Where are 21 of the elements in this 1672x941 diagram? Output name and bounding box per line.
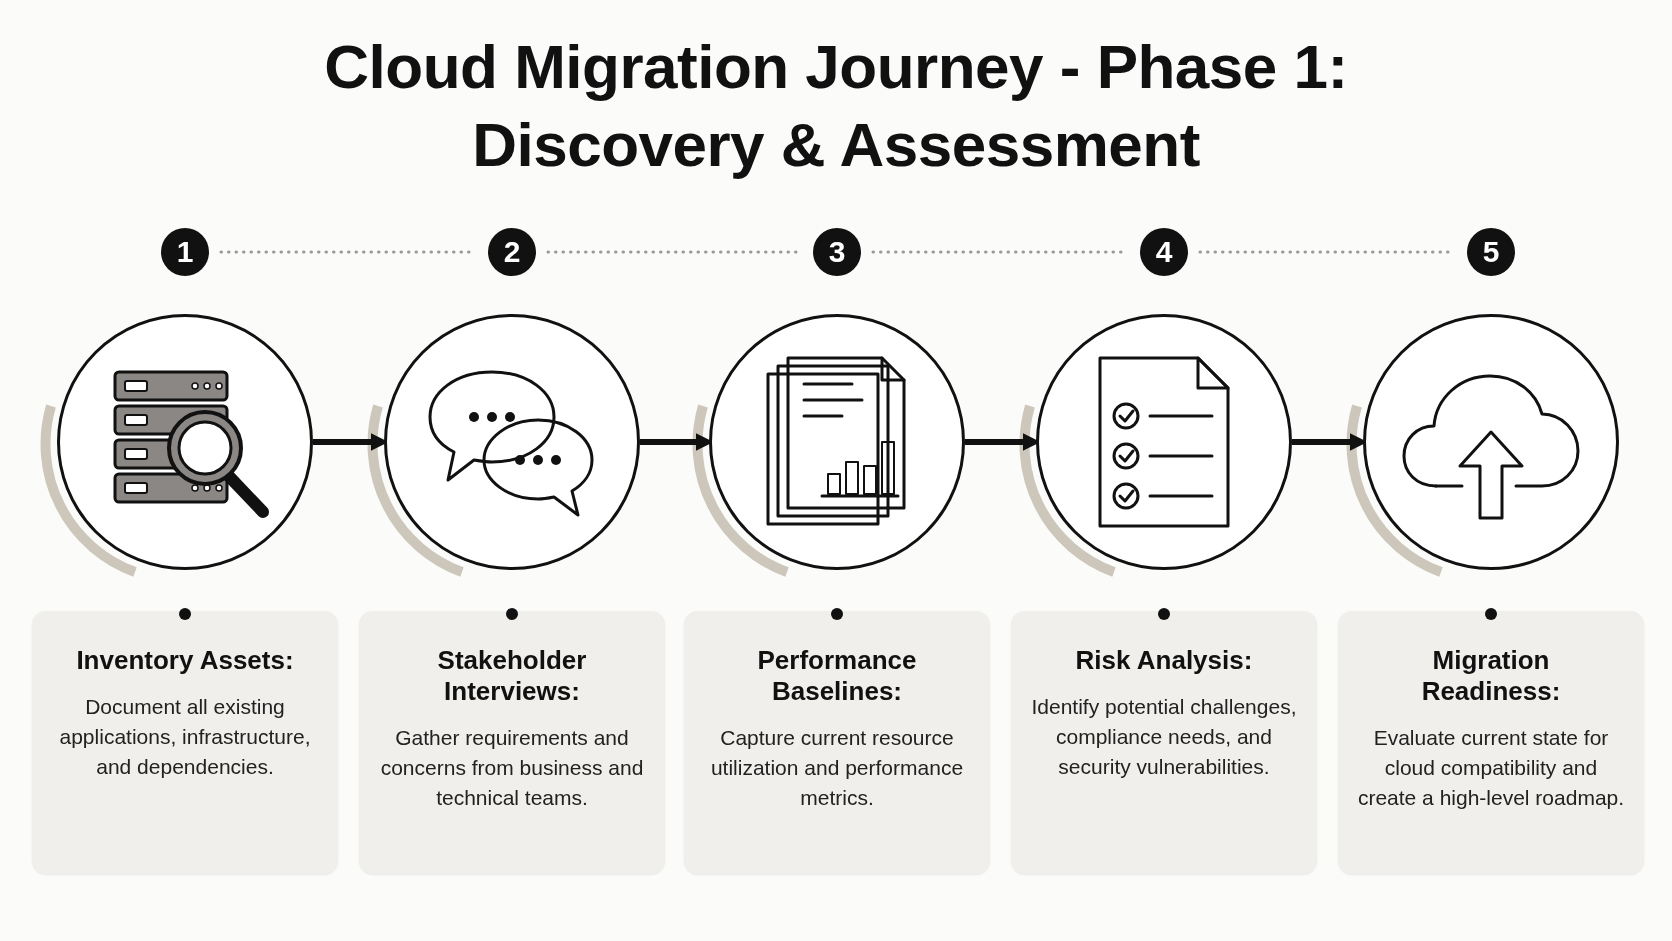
step-description: Evaluate current state for cloud compatibility and create a high-level roadmap. — [1356, 725, 1626, 811]
step-description: Gather requirements and concerns from business and technical teams. — [379, 725, 645, 811]
diagram-title: Cloud Migration Journey - Phase 1: Discovery & Assessment — [323, 31, 1349, 181]
step-card — [1011, 611, 1317, 874]
step-card — [359, 611, 665, 874]
step-description: Capture current resource utilization and performance metrics. — [709, 725, 965, 811]
step-card — [684, 611, 990, 874]
step-heading: Performance Baselines: — [756, 645, 918, 707]
step-description: Identify potential challenges, compliance needs, and security vulnerabilities. — [1030, 694, 1298, 780]
step-heading: Stakeholder Interviews: — [436, 645, 588, 707]
step-number-badge: 1 — [161, 228, 209, 276]
step-heading: Migration Readiness: — [1420, 645, 1562, 707]
step-number-badge: 4 — [1140, 228, 1188, 276]
step-number-badge: 2 — [488, 228, 536, 276]
step-card — [32, 611, 338, 874]
step-heading: Risk Analysis: — [1074, 645, 1254, 676]
step-heading: Inventory Assets: — [75, 645, 295, 676]
step-number-badge: 3 — [813, 228, 861, 276]
step-card — [1338, 611, 1644, 874]
step-description: Document all existing applications, infrastructure, and dependencies. — [58, 694, 312, 780]
step-number-badge: 5 — [1467, 228, 1515, 276]
